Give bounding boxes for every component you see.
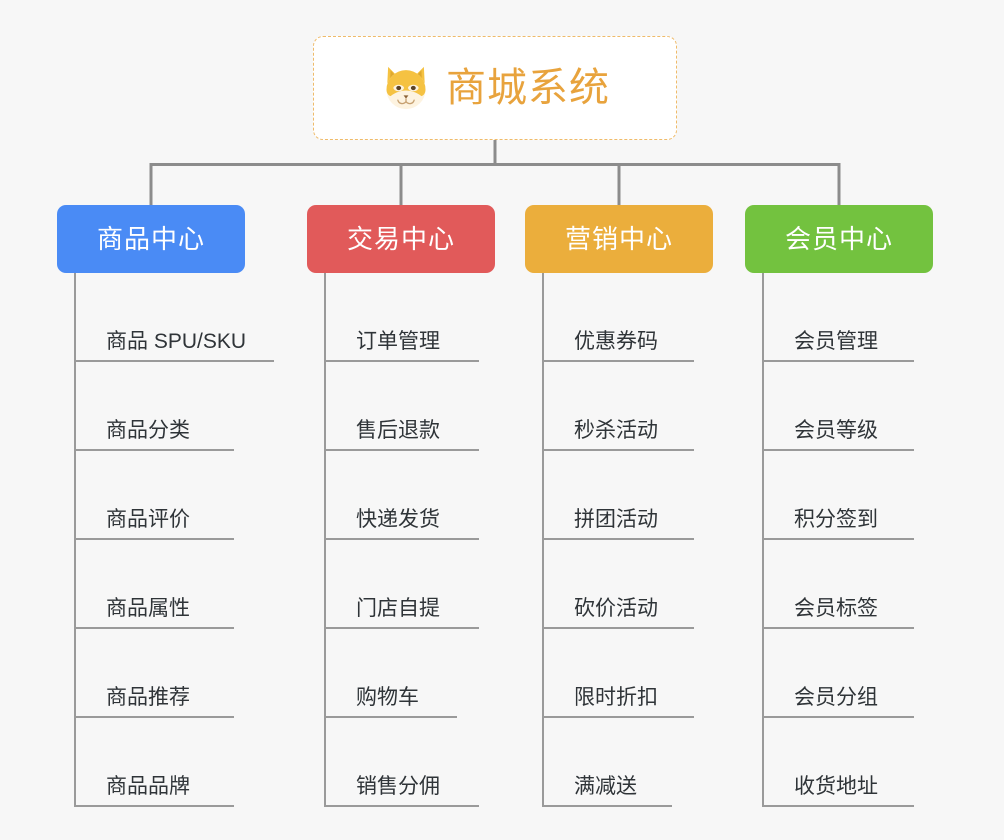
leaf-item[interactable]: 商品分类 bbox=[74, 362, 244, 451]
leaf-spine bbox=[542, 273, 544, 807]
leaf-label: 购物车 bbox=[356, 686, 419, 709]
category-node-1[interactable]: 商品中心 bbox=[57, 205, 245, 273]
leaf-label: 商品属性 bbox=[106, 597, 190, 620]
leaf-item[interactable]: 满减送 bbox=[542, 718, 682, 807]
leaf-underline bbox=[762, 805, 914, 807]
leaf-item[interactable]: 商品评价 bbox=[74, 451, 244, 540]
leaf-underline bbox=[324, 449, 479, 451]
leaf-label: 商品品牌 bbox=[106, 775, 190, 798]
leaf-underline bbox=[74, 538, 234, 540]
leaf-item[interactable]: 购物车 bbox=[324, 629, 467, 718]
leaf-item[interactable]: 销售分佣 bbox=[324, 718, 489, 807]
leaf-item[interactable]: 拼团活动 bbox=[542, 451, 704, 540]
leaf-underline bbox=[542, 360, 694, 362]
category-node-2[interactable]: 交易中心 bbox=[307, 205, 495, 273]
leaf-item[interactable]: 商品推荐 bbox=[74, 629, 244, 718]
leaf-item[interactable]: 门店自提 bbox=[324, 540, 489, 629]
leaf-item[interactable]: 会员等级 bbox=[762, 362, 924, 451]
leaf-label: 快递发货 bbox=[356, 508, 440, 531]
leaf-label: 销售分佣 bbox=[356, 775, 440, 798]
leaf-item[interactable]: 秒杀活动 bbox=[542, 362, 704, 451]
leaf-label: 会员等级 bbox=[794, 419, 878, 442]
leaf-label: 门店自提 bbox=[356, 597, 440, 620]
leaf-item[interactable]: 快递发货 bbox=[324, 451, 489, 540]
leaf-underline bbox=[324, 360, 479, 362]
leaf-label: 收货地址 bbox=[794, 775, 878, 798]
leaf-label: 商品评价 bbox=[106, 508, 190, 531]
leaf-label: 砍价活动 bbox=[574, 597, 658, 620]
leaf-underline bbox=[542, 805, 672, 807]
leaf-underline bbox=[324, 716, 457, 718]
leaf-label: 优惠券码 bbox=[574, 330, 658, 353]
leaf-item[interactable]: 会员分组 bbox=[762, 629, 924, 718]
leaf-underline bbox=[74, 716, 234, 718]
root-title: 商城系统 bbox=[446, 66, 610, 110]
category-node-4[interactable]: 会员中心 bbox=[745, 205, 933, 273]
leaf-item[interactable]: 会员管理 bbox=[762, 273, 924, 362]
leaf-label: 积分签到 bbox=[794, 508, 878, 531]
leaf-underline bbox=[542, 716, 694, 718]
leaf-label: 商品分类 bbox=[106, 419, 190, 442]
leaf-label: 商品推荐 bbox=[106, 686, 190, 709]
leaf-underline bbox=[542, 627, 694, 629]
leaf-label: 会员标签 bbox=[794, 597, 878, 620]
leaf-underline bbox=[762, 449, 914, 451]
leaf-item[interactable]: 限时折扣 bbox=[542, 629, 704, 718]
leaf-label: 拼团活动 bbox=[574, 508, 658, 531]
leaf-label: 订单管理 bbox=[356, 330, 440, 353]
category-label: 商品中心 bbox=[96, 224, 205, 254]
leaf-spine bbox=[324, 273, 326, 807]
leaf-item[interactable]: 商品属性 bbox=[74, 540, 244, 629]
leaf-label: 满减送 bbox=[574, 775, 637, 798]
leaf-underline bbox=[542, 538, 694, 540]
category-label: 交易中心 bbox=[346, 224, 455, 254]
leaf-label: 会员管理 bbox=[794, 330, 878, 353]
leaf-underline bbox=[74, 360, 274, 362]
leaf-underline bbox=[324, 538, 479, 540]
leaf-label: 会员分组 bbox=[794, 686, 878, 709]
leaf-underline bbox=[74, 449, 234, 451]
leaf-spine bbox=[74, 273, 76, 807]
leaf-underline bbox=[74, 805, 234, 807]
leaf-underline bbox=[542, 449, 694, 451]
leaf-item[interactable]: 砍价活动 bbox=[542, 540, 704, 629]
leaf-underline bbox=[324, 627, 479, 629]
shiba-dog-face-icon bbox=[386, 66, 426, 110]
leaf-label: 秒杀活动 bbox=[574, 419, 658, 442]
leaf-label: 商品 SPU/SKU bbox=[106, 330, 247, 353]
leaf-item[interactable]: 商品品牌 bbox=[74, 718, 244, 807]
leaf-item[interactable]: 收货地址 bbox=[762, 718, 924, 807]
leaf-underline bbox=[762, 627, 914, 629]
leaf-underline bbox=[74, 627, 234, 629]
leaf-spine bbox=[762, 273, 764, 807]
root-node[interactable]: 商城系统 bbox=[313, 36, 677, 140]
category-node-3[interactable]: 营销中心 bbox=[525, 205, 713, 273]
leaf-item[interactable]: 会员标签 bbox=[762, 540, 924, 629]
leaf-item[interactable]: 订单管理 bbox=[324, 273, 489, 362]
leaf-item[interactable]: 优惠券码 bbox=[542, 273, 704, 362]
leaf-underline bbox=[762, 716, 914, 718]
leaf-label: 售后退款 bbox=[356, 419, 440, 442]
category-label: 会员中心 bbox=[784, 224, 893, 254]
leaf-underline bbox=[762, 538, 914, 540]
leaf-underline bbox=[762, 360, 914, 362]
leaf-item[interactable]: 商品 SPU/SKU bbox=[74, 273, 284, 362]
leaf-underline bbox=[324, 805, 479, 807]
category-label: 营销中心 bbox=[564, 224, 673, 254]
leaf-item[interactable]: 售后退款 bbox=[324, 362, 489, 451]
leaf-label: 限时折扣 bbox=[574, 686, 658, 709]
leaf-item[interactable]: 积分签到 bbox=[762, 451, 924, 540]
